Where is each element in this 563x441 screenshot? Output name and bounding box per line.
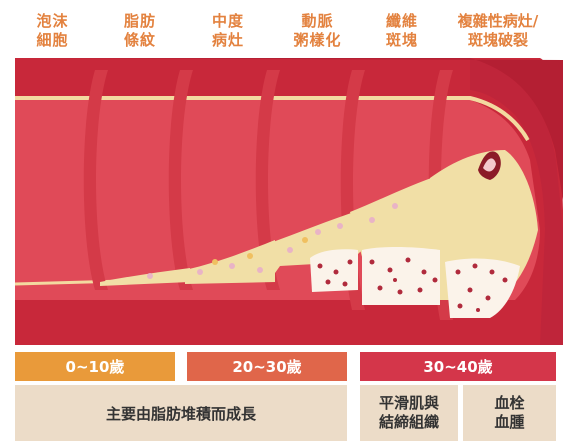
desc-smooth-muscle: 平滑肌與 結締組織 — [360, 385, 458, 441]
age-label: 20~30歲 — [232, 356, 301, 377]
age-bar-0-10: 0~10歲 — [15, 352, 175, 381]
desc-clot-line1: 血栓 — [494, 394, 524, 413]
desc-growth-text: 主要由脂肪堆積而成長 — [106, 403, 256, 424]
desc-clot-line2: 血腫 — [494, 413, 524, 432]
desc-fat-accumulation: 主要由脂肪堆積而成長 — [15, 385, 347, 441]
desc-fibrous-line2: 結締組織 — [379, 413, 439, 432]
age-bar-30-40: 30~40歲 — [360, 352, 556, 381]
age-bar-20-30: 20~30歲 — [187, 352, 347, 381]
artery-illustration — [0, 0, 563, 345]
age-label: 30~40歲 — [423, 356, 492, 377]
desc-fibrous-line1: 平滑肌與 — [379, 394, 439, 413]
desc-thrombus: 血栓 血腫 — [463, 385, 556, 441]
age-label: 0~10歲 — [66, 356, 125, 377]
necrotic-core-fibrous — [362, 247, 440, 305]
